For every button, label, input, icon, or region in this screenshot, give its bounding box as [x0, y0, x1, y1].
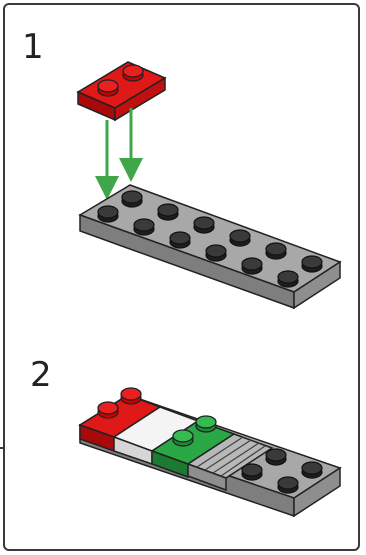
- gray-stud: [97, 205, 119, 223]
- gray-stud: [133, 218, 155, 236]
- divider: [0, 447, 4, 449]
- gray-plate-studs: [97, 190, 323, 288]
- gray-plate-2x6: [78, 184, 342, 310]
- gray-stud: [301, 255, 323, 273]
- gray-stud: [121, 190, 143, 208]
- red-stud: [97, 79, 119, 97]
- gray-stud: [169, 231, 191, 249]
- gray-stud: [277, 476, 299, 494]
- gray-stud: [241, 463, 263, 481]
- assembled-plate: [78, 387, 342, 518]
- red-plate-1x2: [76, 61, 167, 122]
- gray-stud: [301, 461, 323, 479]
- gray-stud: [241, 257, 263, 275]
- gray-stud: [157, 203, 179, 221]
- gray-stud: [193, 216, 215, 234]
- gray-stud: [277, 270, 299, 288]
- gray-plate-studs: [241, 448, 323, 494]
- gray-grille-tile: [186, 433, 274, 492]
- gray-stud: [205, 244, 227, 262]
- step-number-2: 2: [30, 355, 52, 395]
- green-plate: [150, 415, 236, 479]
- step-number-1: 1: [22, 27, 44, 67]
- gray-stud: [265, 448, 287, 466]
- gray-stud: [229, 229, 251, 247]
- gray-stud: [265, 242, 287, 260]
- instruction-frame: [3, 3, 360, 551]
- red-stud: [122, 64, 144, 82]
